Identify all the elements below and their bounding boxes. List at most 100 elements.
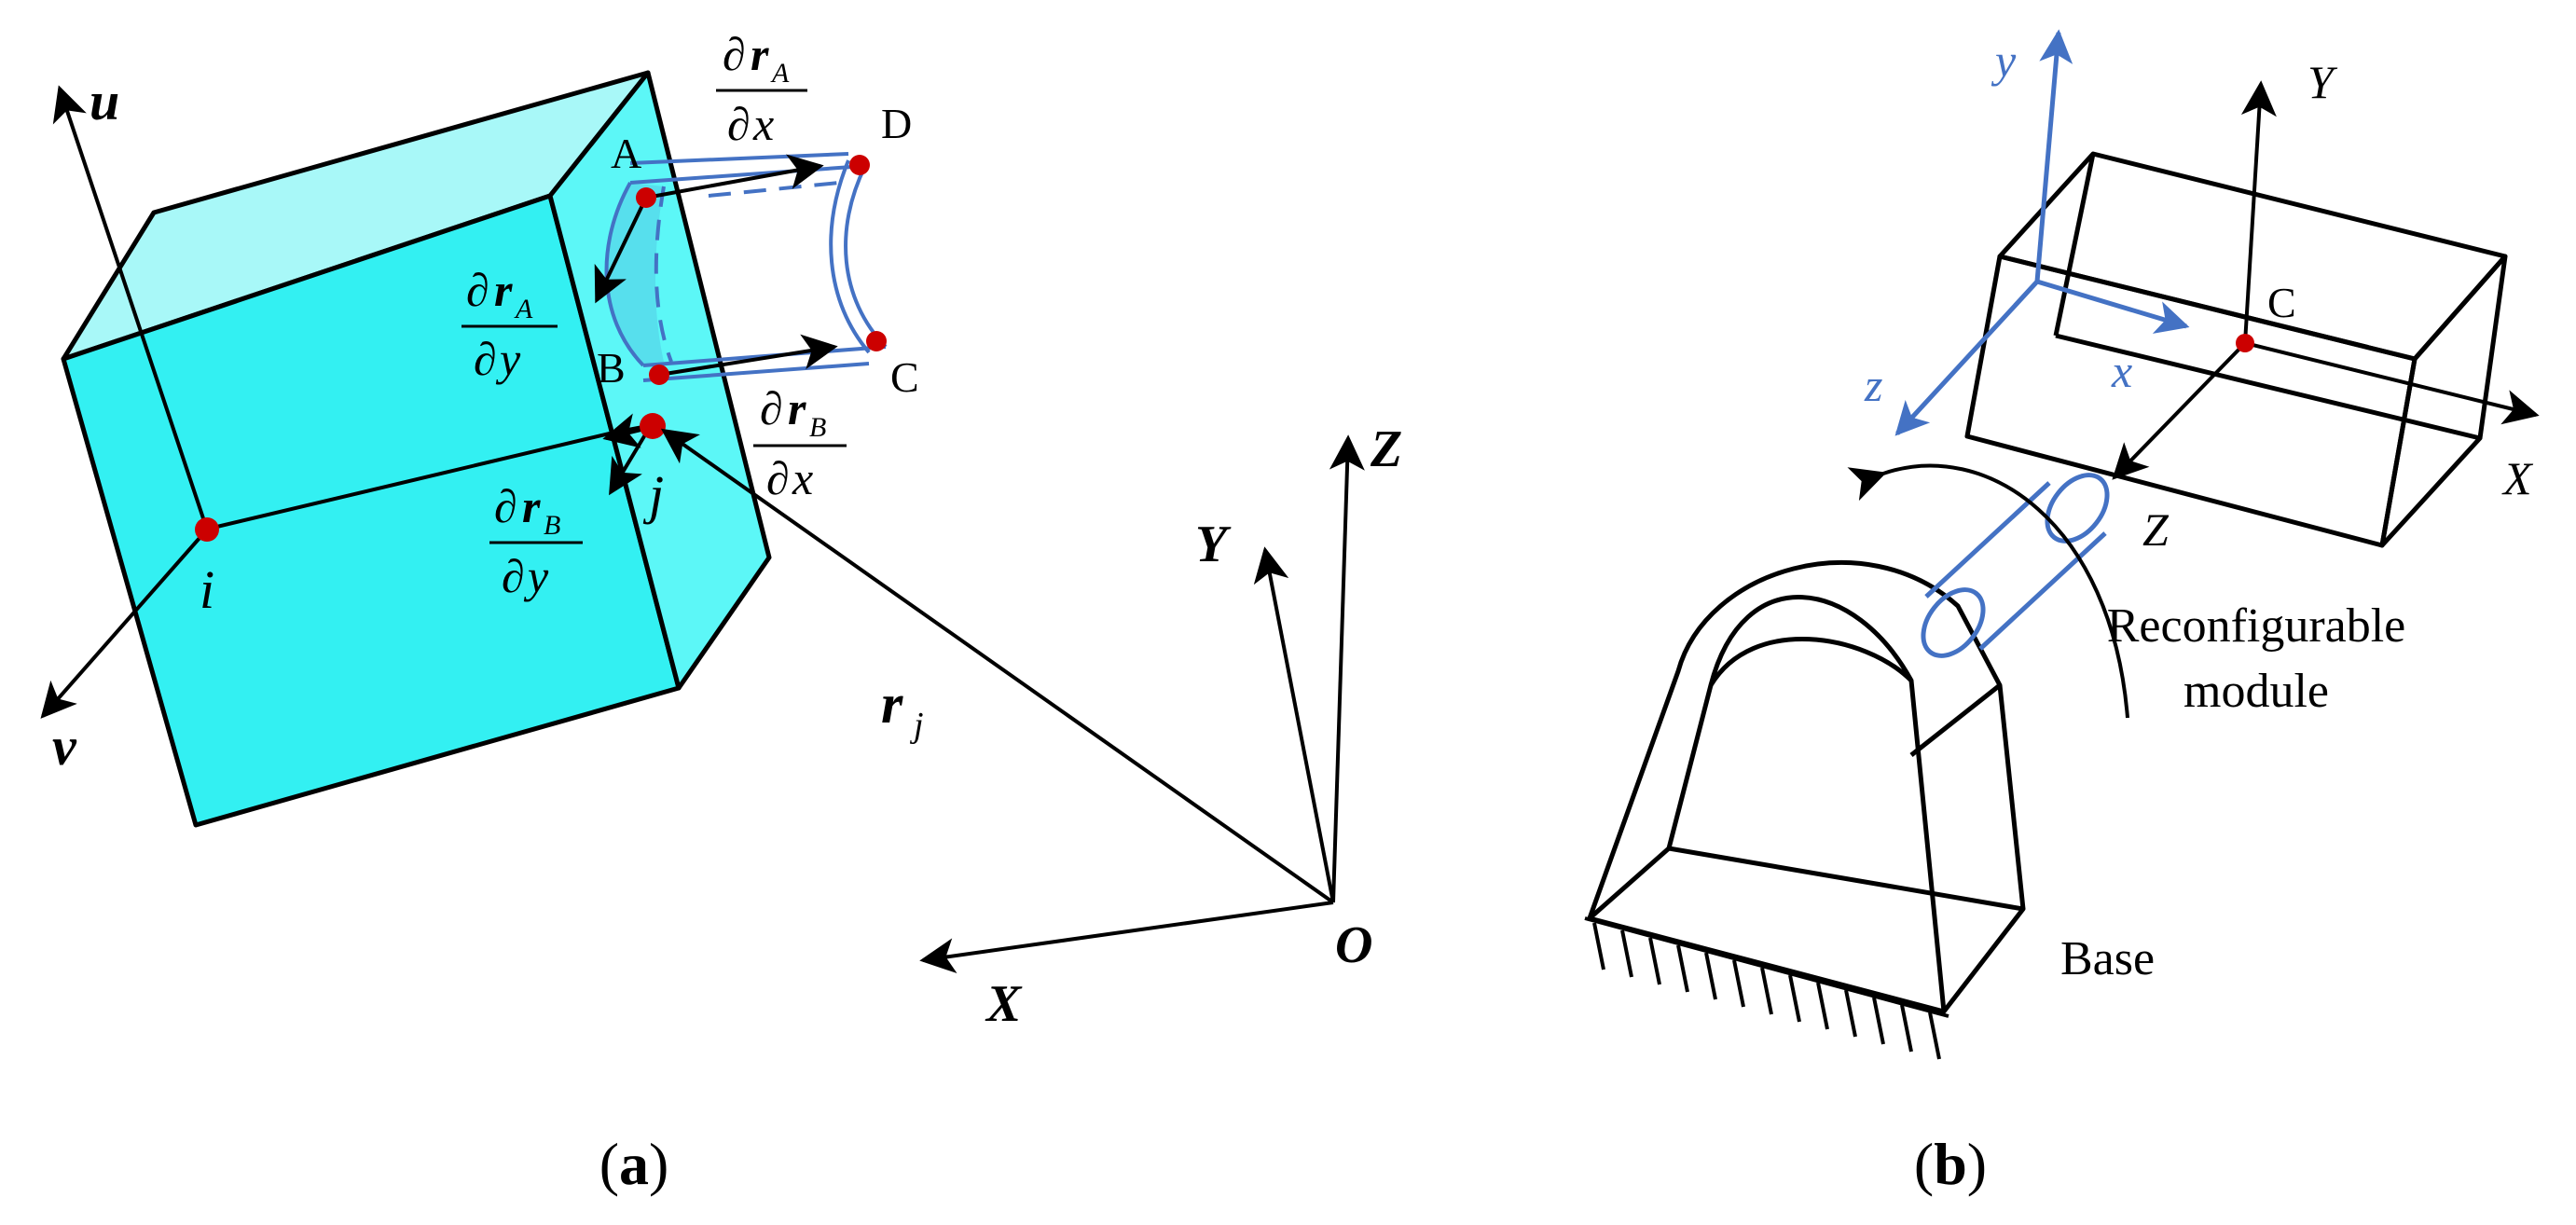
module-label-line2: module <box>2183 665 2329 718</box>
hatch-13 <box>1928 1012 1941 1060</box>
drB-dy-sub: B <box>544 510 560 541</box>
plate-fill <box>606 183 664 365</box>
vector-rj <box>660 428 1335 904</box>
module-axis-Z <box>2112 341 2247 480</box>
node-D <box>849 155 870 175</box>
module-axis-Z-label: Z <box>2142 503 2170 556</box>
caption-a-letter: a <box>619 1131 649 1197</box>
hatch-3 <box>1648 937 1661 985</box>
local-axis-z <box>1894 280 2039 436</box>
element-cube <box>61 70 772 828</box>
drA-dx-sub: A <box>770 58 790 89</box>
module-box <box>1964 151 2508 548</box>
drB-dy-den-y: y <box>523 550 549 602</box>
module-axis-X-label: X <box>2501 452 2534 504</box>
module-axis-Y <box>2240 80 2277 344</box>
rotation-arc <box>1847 463 2129 719</box>
vector-rj-r: r <box>881 673 903 735</box>
plate-dashed-top <box>708 181 840 198</box>
hatch-11 <box>1872 997 1885 1045</box>
global-axis-X-label: X <box>985 975 1023 1033</box>
hatch-8 <box>1788 974 1801 1023</box>
cylinder-side-1 <box>1924 481 2051 599</box>
base-side-edge <box>1909 683 2002 757</box>
node-i <box>195 517 219 542</box>
axis-u-line <box>52 85 209 530</box>
drA-dx-den-partial: ∂ <box>727 98 751 150</box>
hatch-7 <box>1760 967 1773 1015</box>
node-B-label: B <box>597 344 626 392</box>
base-arch-front <box>1666 595 1947 1012</box>
drA-dy-partial: ∂ <box>466 264 489 316</box>
global-axis-Z-label: Z <box>1370 420 1402 478</box>
node-i-label: i <box>200 559 214 620</box>
base-arch-inner <box>1708 636 1913 687</box>
caption-a-close: ) <box>649 1131 668 1197</box>
module-hidden-edge <box>2053 153 2096 337</box>
hatch-4 <box>1676 944 1689 993</box>
node-B <box>649 365 669 385</box>
drB-dy-partial: ∂ <box>494 480 517 532</box>
drB-dy-r: r <box>522 480 541 532</box>
drB-dx-sub: B <box>809 412 826 443</box>
ground-line <box>1584 916 1949 1018</box>
label-drB-dy: ∂ r B ∂ y <box>489 480 583 602</box>
drB-dy-den-partial: ∂ <box>502 550 525 602</box>
axis-v-label: v <box>52 716 77 777</box>
vec-drA-dx <box>645 154 824 200</box>
node-C-label: C <box>890 353 919 401</box>
vec-drA-dy <box>594 197 648 304</box>
base-front-face <box>1587 846 2026 1014</box>
module-hidden-edge-2 <box>2055 333 2481 441</box>
cylinder-joint <box>1921 473 2110 658</box>
module-node-C <box>2236 334 2254 352</box>
global-axis-Y-label: Y <box>1195 516 1232 573</box>
origin-O-label: O <box>1335 916 1372 974</box>
node-j <box>640 413 666 439</box>
label-drA-dx: ∂ r A ∂ x <box>716 28 807 150</box>
hatch-10 <box>1844 989 1857 1038</box>
hatch-5 <box>1704 952 1717 1000</box>
vec-drB-dx <box>658 334 838 377</box>
module-axis-Y-label: Y <box>2307 56 2338 108</box>
hatch-9 <box>1816 982 1829 1030</box>
local-axis-x-label: x <box>2111 345 2132 397</box>
node-D-label: D <box>881 100 912 147</box>
drA-dy-sub: A <box>514 294 533 324</box>
node-A <box>636 187 656 208</box>
drA-dy-r: r <box>494 264 513 316</box>
module-top-face <box>1997 151 2508 362</box>
drA-dy-den-y: y <box>495 333 521 385</box>
cylinder-side-2 <box>1978 531 2107 651</box>
local-axis-z-label: z <box>1864 359 1882 411</box>
plate-front-curve <box>844 165 888 349</box>
global-axis-X <box>919 901 1334 974</box>
drA-dx-partial: ∂ <box>723 28 746 80</box>
plate-front-curve-inner <box>829 159 871 354</box>
base-label: Base <box>2060 932 2155 985</box>
base-arch-back <box>1587 560 2026 919</box>
vec-drB-dy <box>609 425 652 496</box>
caption-b-open: ( <box>1914 1131 1934 1197</box>
panel-b: C Y X Z y x z Reconfigurable module Base… <box>1584 29 2540 1197</box>
axis-u-label: u <box>90 71 119 131</box>
drB-dx-partial: ∂ <box>760 382 783 434</box>
section-line-ij <box>204 431 614 531</box>
plate-top-edge <box>629 164 866 185</box>
global-axis-Y <box>1253 546 1335 903</box>
hatch-1 <box>1592 922 1605 970</box>
drA-dx-r: r <box>751 28 769 80</box>
module-axis-X <box>2244 341 2540 425</box>
label-drA-dy: ∂ r A ∂ y <box>461 264 558 385</box>
hatch-12 <box>1900 1004 1913 1053</box>
cylinder-top-cap <box>2045 473 2110 544</box>
local-axis-y <box>2034 29 2073 282</box>
drB-dx-r: r <box>788 382 806 434</box>
ground-hatch <box>1584 916 1949 1060</box>
local-axis-x <box>2036 279 2190 334</box>
drA-dx-den-x: x <box>752 98 774 150</box>
local-axis-y-label: y <box>1991 34 2017 87</box>
axis-v-line <box>40 528 209 719</box>
label-drB-dx: ∂ r B ∂ x <box>753 382 847 504</box>
